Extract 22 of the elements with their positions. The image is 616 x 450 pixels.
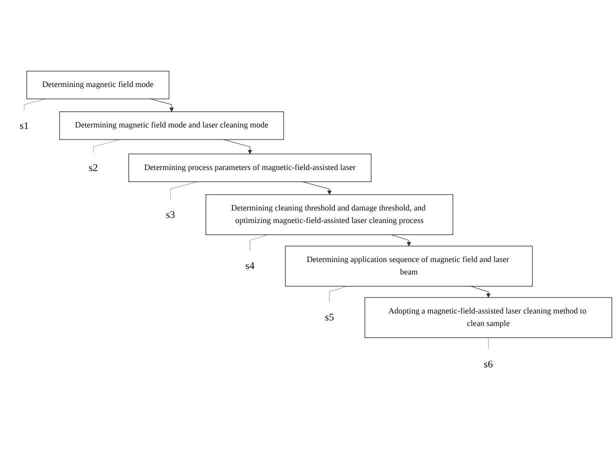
connector <box>93 138 120 152</box>
node-text: s6 <box>484 358 493 370</box>
connector <box>488 336 489 349</box>
connector <box>329 285 348 302</box>
arrow <box>222 138 252 154</box>
node-box: Determining magnetic field mode and laser cleaning mode <box>59 111 284 140</box>
arrow <box>150 98 174 112</box>
node-box: Determining process parameters of magnetic-field-assisted laser <box>128 153 372 182</box>
arrow <box>470 285 491 298</box>
node-box: Determining magnetic field mode <box>26 70 170 99</box>
connector <box>250 234 268 250</box>
node-text: s3 <box>166 208 176 220</box>
node-box: Adopting a magnetic-field-assisted laser cleaning method to clean sample <box>364 296 612 338</box>
node-text: s5 <box>324 311 334 323</box>
node-box: Determining application sequence of magnetic field and laser beam <box>285 245 533 286</box>
node-text: s4 <box>245 260 255 272</box>
arrow <box>391 234 412 246</box>
node-box: Determining cleaning threshold and damage threshold, and optimizing magnetic-field-assisted laser cleaning process <box>206 194 454 235</box>
node-text: s1 <box>20 120 29 131</box>
connector <box>170 181 198 199</box>
node-text: s2 <box>88 162 98 174</box>
connector <box>24 98 46 110</box>
